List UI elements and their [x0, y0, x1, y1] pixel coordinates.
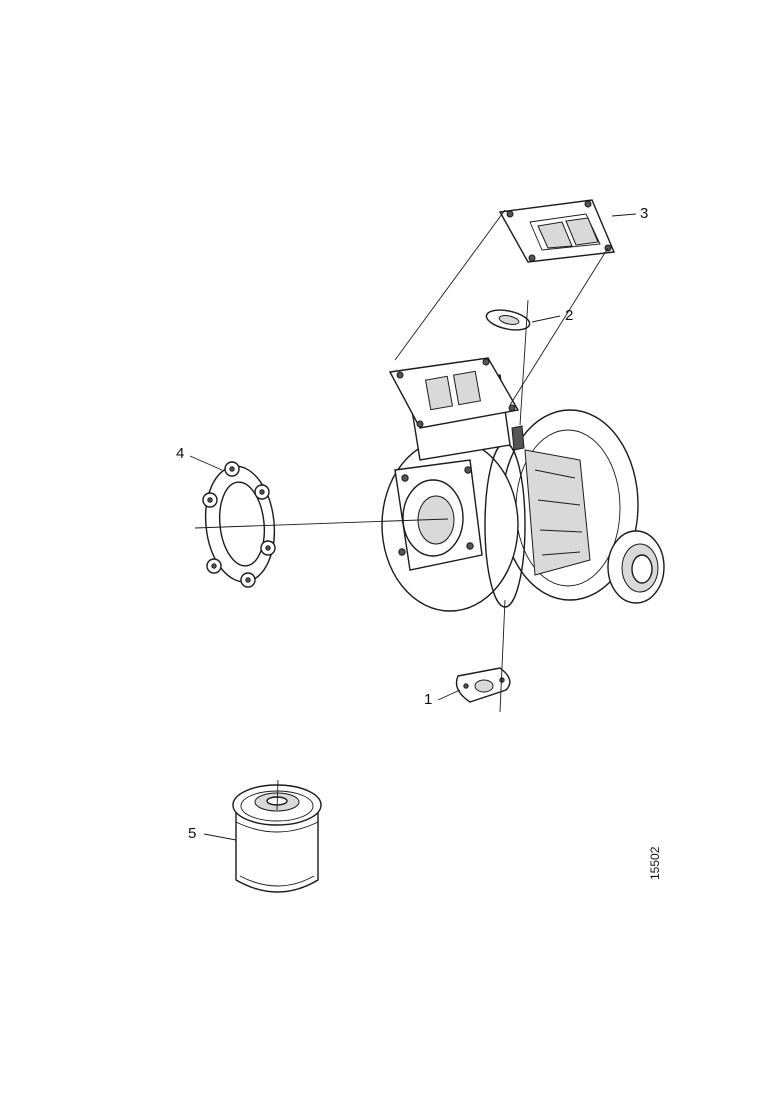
callout-5: 5	[188, 825, 197, 842]
callout-2: 2	[565, 307, 574, 324]
reference-number: 15502	[648, 846, 662, 880]
callout-1: 1	[424, 691, 433, 708]
leader-lines	[189, 209, 637, 841]
filter-part-5	[232, 784, 322, 893]
callout-3: 3	[640, 205, 649, 222]
gasket-part-4	[202, 461, 276, 588]
gasket-part-2	[485, 309, 531, 331]
callout-4: 4	[176, 445, 185, 462]
gasket-part-3	[498, 199, 616, 263]
turbocharger	[381, 357, 665, 612]
gasket-part-1	[455, 667, 511, 703]
